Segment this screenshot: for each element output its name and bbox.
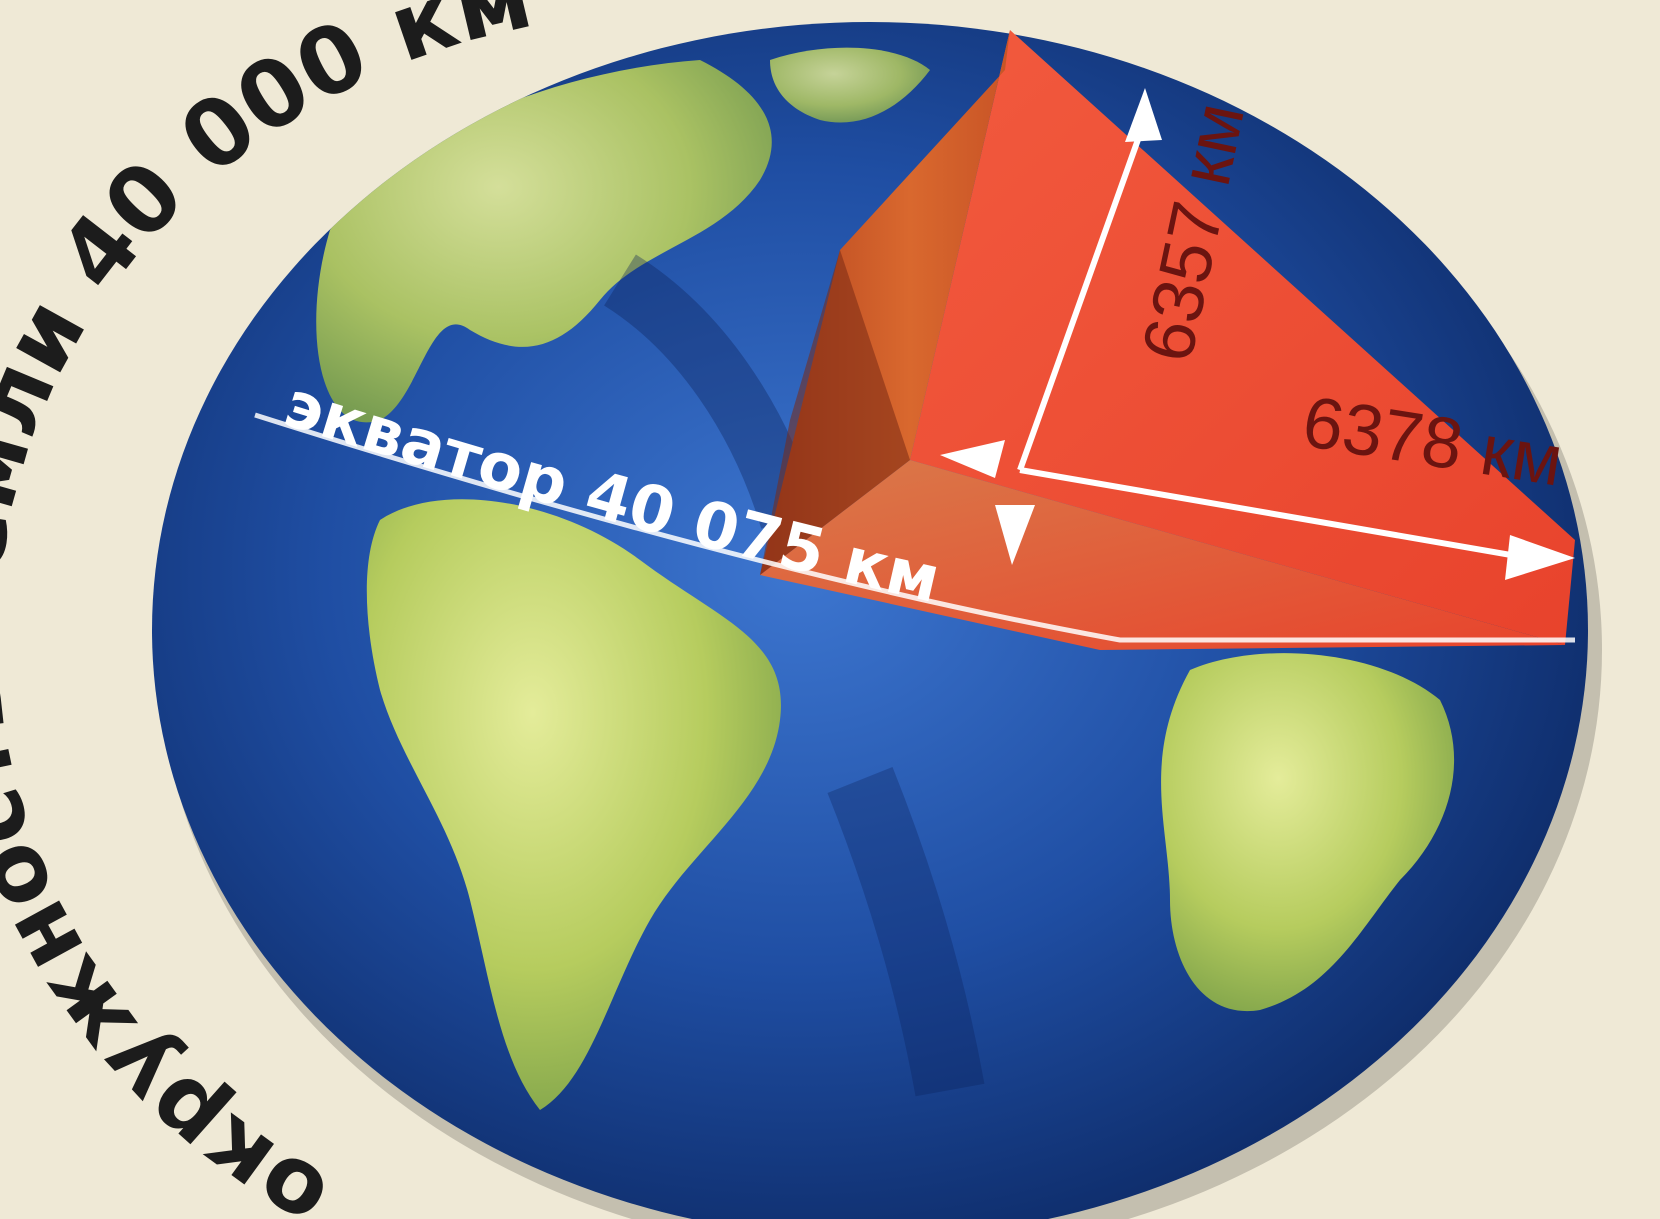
core-cutaway-face [910, 30, 1575, 645]
africa-landmass [1161, 653, 1455, 1012]
center-arrowhead-left [940, 440, 1005, 478]
equatorial-radius-line [1019, 467, 1541, 563]
cutaway-floor [760, 460, 1565, 650]
greenland-landmass [770, 47, 930, 123]
cutaway-shadow [760, 250, 910, 575]
south-america-landmass [366, 499, 781, 1110]
polar-radius-line [1017, 118, 1148, 472]
equatorial-radius-arrowhead [1505, 535, 1575, 580]
polar-radius-arrowhead [1125, 88, 1162, 142]
equator-line [254, 412, 1575, 643]
center-arrowhead-down [995, 505, 1035, 565]
radius-arrows [940, 88, 1575, 580]
north-america-landmass [316, 60, 772, 423]
